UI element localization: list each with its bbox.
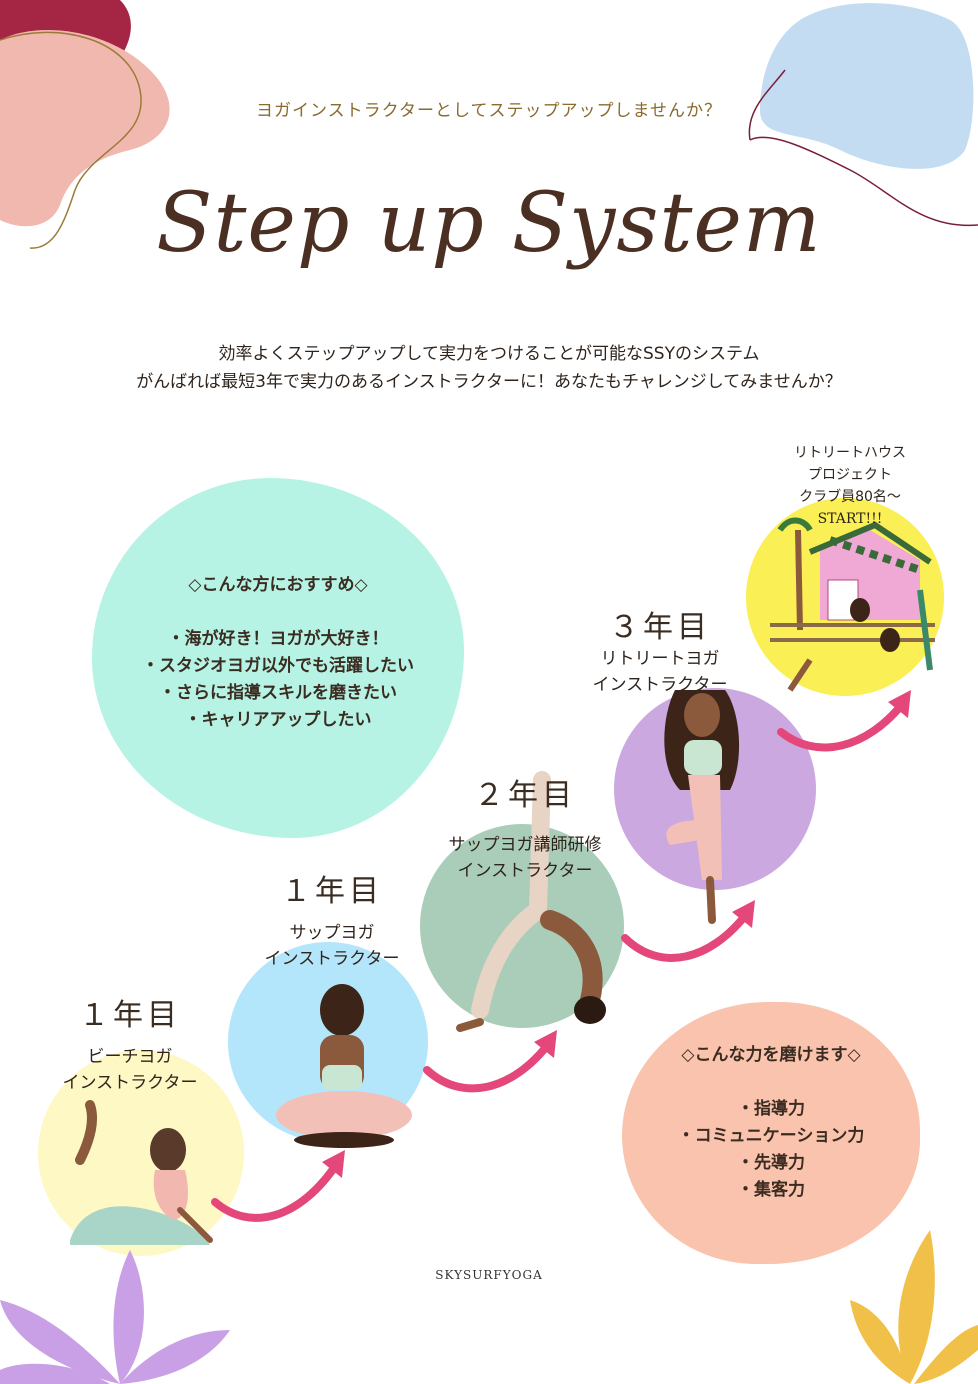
brand-name: SKYSURFYOGA: [435, 1268, 543, 1282]
intro-line-1: 効率よくステップアップして実力をつけることが可能なSSYのシステム: [218, 344, 760, 364]
recommend-item: ・スタジオヨガ以外でも活躍したい: [142, 656, 414, 676]
skills-item: ・指導力: [737, 1099, 805, 1119]
goal-label: リトリートハウス プロジェクト クラブ員80名～ START!!!: [750, 442, 950, 530]
arrow-icon: [777, 690, 911, 752]
step1-role-line1: ビーチヨガ: [87, 1047, 173, 1067]
goal-line2: プロジェクト: [808, 467, 892, 483]
skills-heading: ◇こんな力を磨けます◇: [681, 1045, 861, 1065]
goal-line3: クラブ員80名～: [799, 489, 901, 505]
arrow-icon: [621, 900, 755, 962]
retreat-house-icon: [770, 517, 935, 692]
orange-leaf-decoration: [850, 1230, 978, 1384]
tree-pose-figure-icon: [664, 690, 740, 924]
step2-role-line1: サップヨガ: [289, 923, 375, 943]
recommend-item: ・キャリアアップしたい: [184, 710, 372, 730]
goal-line4: START!!!: [817, 511, 883, 527]
tagline: ヨガインストラクターとしてステップアップしませんか？: [256, 101, 722, 121]
purple-leaf-decoration: [0, 1250, 230, 1384]
recommend-item: ・さらに指導スキルを磨きたい: [159, 683, 397, 703]
step4-label: ３年目 リトリートヨガ インストラクター: [560, 602, 760, 698]
recommend-content: ◇こんな方におすすめ◇ ・海が好き！ヨガが大好き！ ・スタジオヨガ以外でも活躍し…: [92, 572, 464, 734]
top-left-blob-decoration: [0, 0, 170, 249]
recommend-box: [92, 478, 464, 838]
arrow-icon: [423, 1030, 557, 1093]
skills-content: ◇こんな力を磨けます◇ ・指導力 ・コミュニケーション力 ・先導力 ・集客力: [622, 1042, 920, 1204]
step3-year: ２年目: [474, 778, 576, 813]
step2-role-line2: インストラクター: [264, 949, 400, 969]
step4-role-line2: インストラクター: [592, 675, 728, 695]
step3-role-line1: サップヨガ講師研修: [448, 835, 602, 855]
skills-item: ・コミュニケーション力: [677, 1126, 865, 1146]
beach-yoga-figure-icon: [70, 1100, 213, 1245]
intro-line-2: がんばれば最短3年で実力のあるインストラクターに！あなたもチャレンジしてみません…: [136, 372, 842, 392]
recommend-item: ・海が好き！ヨガが大好き！: [167, 629, 389, 649]
step4-role-line1: リトリートヨガ: [600, 649, 720, 669]
skills-item: ・先導力: [737, 1153, 805, 1173]
page-title: Step up System: [156, 176, 822, 271]
step3-role-line2: インストラクター: [457, 861, 593, 881]
step2-year: １年目: [281, 874, 383, 909]
step1-label: １年目 ビーチヨガ インストラクター: [30, 990, 230, 1096]
meditation-figure-icon: [276, 984, 412, 1148]
recommend-heading: ◇こんな方におすすめ◇: [188, 575, 368, 595]
skills-item: ・集客力: [737, 1180, 805, 1200]
backbend-figure-icon: [456, 771, 606, 1032]
skills-box: [622, 1002, 920, 1264]
step4-year: ３年目: [609, 610, 711, 645]
goal-line1: リトリートハウス: [794, 445, 906, 461]
top-right-blob-decoration: [748, 3, 978, 227]
step2-label: １年目 サップヨガ インストラクター: [232, 866, 432, 972]
step1-year: １年目: [79, 998, 181, 1033]
step1-role-line2: インストラクター: [62, 1073, 198, 1093]
intro-text: 効率よくステップアップして実力をつけることが可能なSSYのシステム がんばれば最…: [0, 340, 978, 396]
step3-label: ２年目 サップヨガ講師研修 インストラクター: [420, 770, 630, 884]
arrow-icon: [211, 1150, 345, 1222]
